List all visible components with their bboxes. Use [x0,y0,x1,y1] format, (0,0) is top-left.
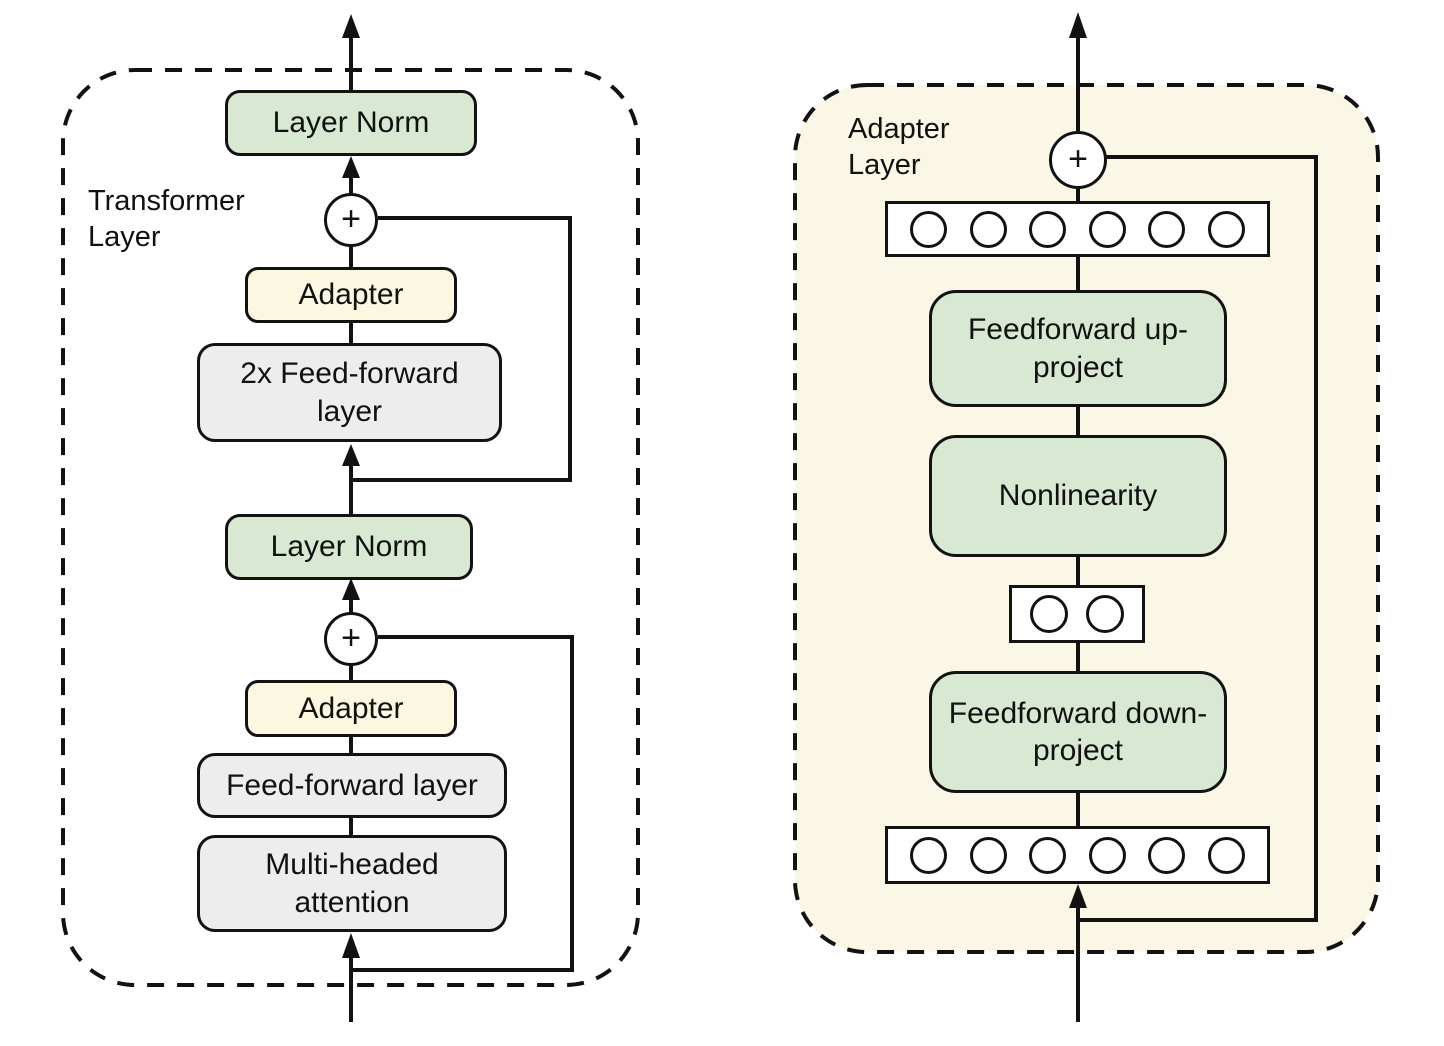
feature-circle [910,210,948,248]
feature-circle [1030,595,1068,633]
feature-row-bottom [885,826,1270,884]
feature-row-bottleneck [1009,585,1145,643]
adapter-arrowheads [1069,12,1087,908]
adapter-wires [1076,38,1318,1022]
feature-circle [1088,836,1126,874]
feedforward-2x-box: 2x Feed-forward layer [197,343,502,442]
multi-headed-attention-box: Multi-headed attention [197,835,507,932]
add-node-top: + [324,193,378,247]
transformer-arrowheads [342,14,360,958]
feature-circle [969,836,1007,874]
adapter-layer-label: Adapter Layer [848,113,950,181]
feature-circle [1088,210,1126,248]
layer-norm-top-box: Layer Norm [225,90,477,156]
feature-circle [1207,210,1245,248]
add-node-adapter: + [1049,131,1107,189]
feature-circle [1086,595,1124,633]
feature-circle [1207,836,1245,874]
nonlinearity-box: Nonlinearity [929,435,1227,557]
feedforward-up-project-box: Feedforward up-project [929,290,1227,407]
transformer-layer-label: Transformer Layer [88,185,245,253]
feedforward-down-project-box: Feedforward down-project [929,671,1227,793]
feature-circle [1148,836,1186,874]
add-node-bottom: + [324,612,378,666]
feature-circle [1148,210,1186,248]
feature-circle [969,210,1007,248]
feature-circle [910,836,948,874]
transformer-wires [349,36,574,1022]
feature-circle [1029,210,1067,248]
feature-row-top [885,201,1270,257]
feature-circle [1029,836,1067,874]
adapter-bottom-box: Adapter [245,680,457,737]
layer-norm-bottom-box: Layer Norm [225,514,473,580]
adapter-top-box: Adapter [245,267,457,323]
feedforward-layer-box: Feed-forward layer [197,753,507,818]
